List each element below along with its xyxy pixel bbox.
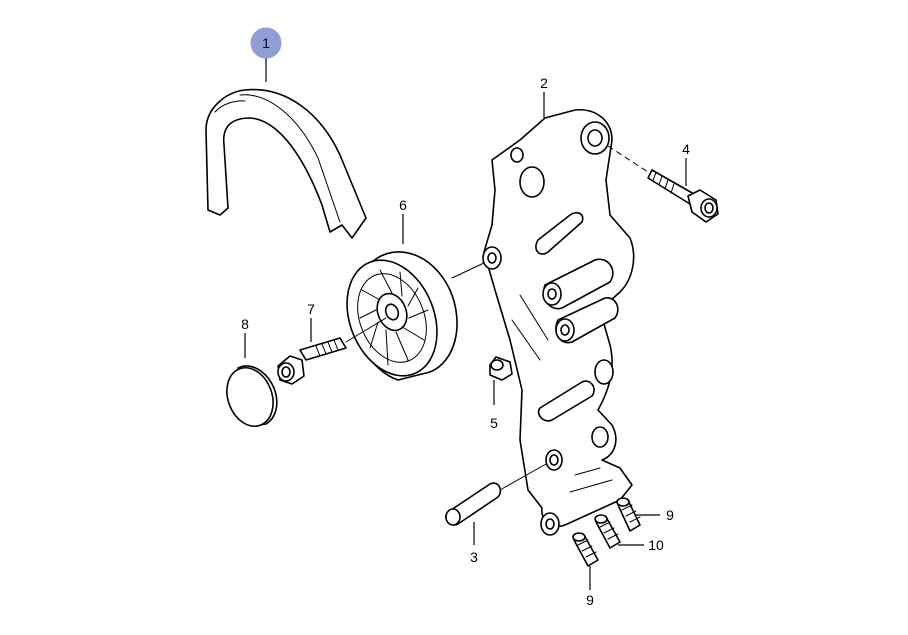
- cap-part[interactable]: [219, 361, 281, 432]
- callouts: 1 2 3 4 5 6 7 8 9 9 10: [241, 27, 690, 608]
- callout-6[interactable]: 6: [399, 197, 407, 213]
- leader-lines: [244, 57, 687, 590]
- callout-9b[interactable]: 9: [586, 592, 594, 608]
- pin-part[interactable]: [445, 463, 547, 526]
- pulley-part[interactable]: [331, 247, 487, 390]
- sleeve-part[interactable]: [489, 356, 513, 381]
- bolt-7-part[interactable]: [277, 317, 387, 385]
- studs-part[interactable]: [572, 497, 641, 567]
- callout-9a[interactable]: 9: [666, 507, 674, 523]
- svg-text:1: 1: [262, 35, 270, 51]
- callout-2[interactable]: 2: [540, 75, 548, 91]
- callout-5[interactable]: 5: [490, 415, 498, 431]
- callout-10[interactable]: 10: [648, 537, 664, 553]
- bracket-part[interactable]: [482, 109, 635, 536]
- callout-8[interactable]: 8: [241, 316, 249, 332]
- callout-1[interactable]: 1: [250, 27, 282, 59]
- callout-7[interactable]: 7: [307, 301, 315, 317]
- callout-4[interactable]: 4: [682, 141, 690, 157]
- callout-3[interactable]: 3: [470, 549, 478, 565]
- bolt-4-part[interactable]: [607, 145, 719, 223]
- belt-part[interactable]: [205, 88, 367, 239]
